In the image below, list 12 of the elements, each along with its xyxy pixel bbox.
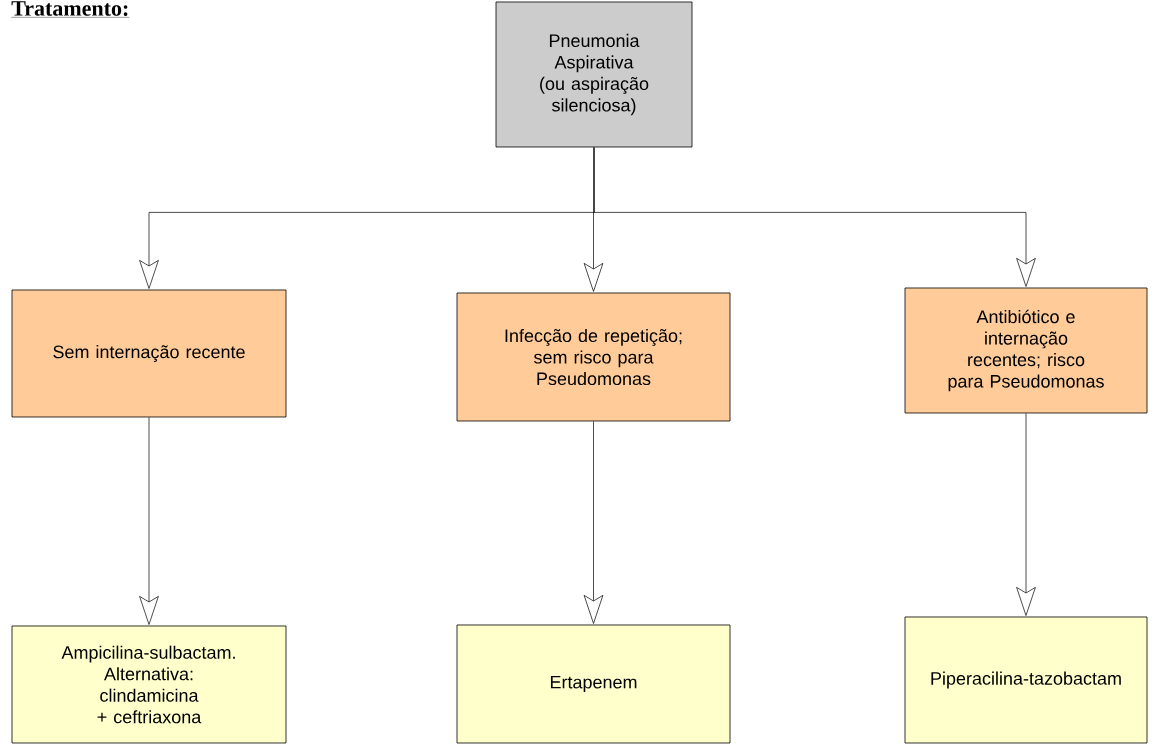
- arrow: [1016, 413, 1036, 616]
- process-box: Ampicilina-sulbactam. Alternativa: clindamicina + ceftriaxona: [11, 625, 287, 744]
- process-box: Ertapenem: [456, 624, 731, 744]
- title: Tratamento:: [11, 1, 130, 18]
- process-box: Infecção de repetição; sem risco para Pseudomonas: [456, 292, 731, 422]
- process-box: Pneumonia Aspirativa (ou aspiração silenciosa): [495, 1, 693, 148]
- process-box: Antibiótico e internação recentes; risco para Pseudomonas: [904, 287, 1148, 414]
- arrow: [139, 417, 159, 625]
- process-box: Piperacilina-tazobactam: [904, 616, 1148, 744]
- process-box: Sem internação recente: [11, 289, 287, 418]
- arrow: [593, 147, 1036, 287]
- arrow: [583, 421, 604, 624]
